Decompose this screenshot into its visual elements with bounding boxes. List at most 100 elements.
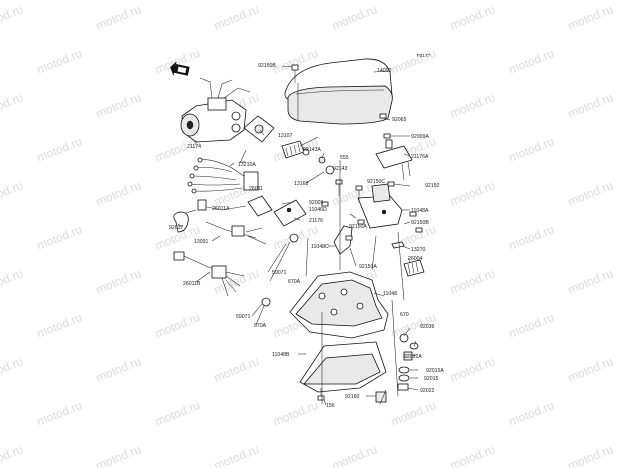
watermark-text: motod.ru [507, 134, 556, 165]
watermark-text: motod.ru [212, 442, 261, 468]
label-92150C: 92150C [367, 179, 385, 185]
harness-part [187, 157, 259, 194]
watermark-text: motod.ru [448, 2, 497, 33]
watermark-text: motod.ru [35, 310, 84, 341]
label-92022A: 92022A [404, 354, 422, 360]
watermark-text: motod.ru [448, 354, 497, 385]
label-670A-2: 670A [254, 323, 267, 329]
leader-lines [177, 65, 419, 406]
watermark-text: motod.ru [0, 90, 25, 121]
label-13270: 13270 [411, 247, 426, 253]
label-13210A: 13210A [238, 162, 256, 168]
label-670A-1: 670A [288, 279, 301, 285]
label-92143: 92143 [333, 166, 348, 172]
label-11046D: 11046D [309, 207, 327, 213]
harness-b-part [173, 251, 245, 297]
label-92065: 92065 [392, 117, 407, 123]
bracket-part [357, 183, 403, 229]
label-26004: 26004 [408, 256, 423, 262]
label-11048B: 11048B [272, 352, 290, 358]
bolt-part [291, 64, 299, 83]
watermark-text: motod.ru [94, 178, 143, 209]
label-92022: 92022 [420, 388, 435, 394]
label-26011A: 26011A [212, 206, 230, 212]
oring-part [261, 233, 299, 307]
fasteners-group [302, 113, 423, 403]
watermark-text: motod.ru [566, 442, 615, 468]
label-26011: 26011 [249, 186, 263, 192]
watermark-text: motod.ru [94, 90, 143, 121]
front-arrow-icon [170, 61, 190, 76]
watermark-text: motod.ru [566, 90, 615, 121]
watermark-text: motod.ru [212, 2, 261, 33]
label-92160: 92160 [345, 394, 360, 400]
watermark-text: motod.ru [566, 354, 615, 385]
watermark-text: motod.ru [0, 442, 25, 468]
watermark-text: motod.ru [507, 310, 556, 341]
watermark-text: motod.ru [35, 134, 84, 165]
watermark-text: motod.ru [389, 398, 438, 429]
watermark-text: motod.ru [448, 178, 497, 209]
module-part [375, 139, 413, 181]
watermark-text: motod.ru [212, 354, 261, 385]
part-labels: 92150B 14090 21174 13107 92065 92009A 92… [169, 63, 444, 409]
label-92143A: 92143A [303, 147, 321, 153]
shaft-part [281, 140, 305, 159]
starter-motor-part [180, 77, 251, 143]
watermark-text: motod.ru [35, 222, 84, 253]
label-59071-2: 59071 [236, 314, 251, 320]
watermark-text: motod.ru [94, 354, 143, 385]
plate-part [243, 115, 275, 143]
watermark-text: motod.ru [507, 222, 556, 253]
guide-lines [297, 83, 405, 405]
label-92009: 92009 [309, 200, 324, 206]
watermark-text: motod.ru [0, 178, 25, 209]
watermark-text: motod.ru [507, 398, 556, 429]
watermark-text: motod.ru [566, 2, 615, 33]
wire-part [205, 221, 267, 245]
lower-plate-part [299, 341, 387, 393]
label-13168: 13168 [294, 181, 309, 187]
label-14090: 14090 [377, 68, 392, 74]
watermark-text: motod.ru [389, 46, 438, 77]
regulator-part [273, 199, 307, 227]
watermark-text: motod.ru [448, 266, 497, 297]
label-21176: 21176 [309, 218, 323, 224]
label-92037: 92037 [169, 225, 184, 231]
watermark-text: motod.ru [94, 266, 143, 297]
label-92036: 92036 [420, 324, 435, 330]
watermark-text: motod.ru [35, 46, 84, 77]
watermark-text: motod.ru [153, 310, 202, 341]
watermark-text: motod.ru [330, 442, 379, 468]
label-11048A: 11048A [411, 208, 429, 214]
sensor-part [403, 259, 425, 277]
label-92015A: 92015A [426, 368, 444, 374]
label-92009A: 92009A [411, 134, 429, 140]
label-92150: 92150 [425, 183, 440, 189]
label-92150B: 92150B [258, 63, 276, 69]
label-26011B: 26011B [183, 281, 201, 287]
watermark-text: motod.ru [0, 354, 25, 385]
watermark-text: motod.ru [94, 442, 143, 468]
watermark-text: motod.ru [94, 2, 143, 33]
label-92015: 92015 [424, 376, 439, 382]
label-13091: 13091 [194, 239, 209, 245]
watermark-text: motod.ru [448, 90, 497, 121]
label-13107: 13107 [278, 133, 293, 139]
label-11048C: 11048C [311, 244, 329, 250]
watermark-text: motod.ru [35, 398, 84, 429]
label-92150A-1: 92150A [349, 224, 367, 230]
cover-part [284, 58, 393, 125]
clamp-part [173, 211, 189, 233]
label-11048: 11048 [383, 291, 397, 297]
watermark-text: motod.ru [0, 266, 25, 297]
watermark-text: motod.ru [0, 2, 25, 33]
label-156: 156 [326, 403, 335, 409]
label-21176A: 21176A [411, 154, 429, 160]
label-670: 670 [400, 312, 409, 318]
watermark-text: motod.ru [330, 2, 379, 33]
figure-code: F3177 [417, 53, 430, 58]
label-21174: 21174 [187, 144, 201, 150]
